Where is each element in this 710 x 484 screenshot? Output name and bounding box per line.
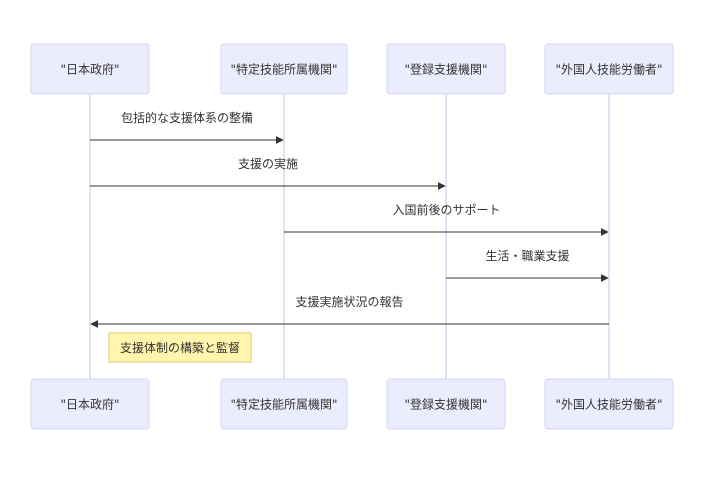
actor-label: "外国人技能労働者"	[555, 398, 662, 412]
actor-label: "日本政府"	[60, 397, 119, 412]
message-3: 入国前後のサポート	[284, 202, 609, 236]
actor-label: "登録支援機関"	[404, 397, 487, 412]
note-text: 支援体制の構築と監督	[120, 340, 240, 355]
actor-worker-bottom: "外国人技能労働者"	[544, 378, 674, 430]
actor-box	[386, 43, 506, 95]
note-box	[108, 332, 252, 363]
actor-worker-top: "外国人技能労働者"	[544, 43, 674, 95]
message-label: 包括的な支援体系の整備	[121, 110, 253, 125]
actor-gov-top: "日本政府"	[30, 43, 150, 95]
message-2: 支援の実施	[90, 156, 446, 190]
actor-reg-top: "登録支援機関"	[386, 43, 506, 95]
actor-label: "外国人技能労働者"	[555, 63, 662, 77]
actor-gov-bottom: "日本政府"	[30, 378, 150, 430]
message-4: 生活・職業支援	[446, 249, 609, 282]
actor-box	[544, 43, 674, 95]
message-label: 入国前後のサポート	[392, 202, 500, 217]
message-1: 包括的な支援体系の整備	[90, 110, 284, 144]
actor-label: "特定技能所属機関"	[230, 397, 337, 412]
message-5: 支援実施状況の報告	[90, 294, 609, 328]
actor-box	[30, 378, 150, 430]
actor-box	[544, 378, 674, 430]
message-label: 生活・職業支援	[485, 249, 569, 263]
actor-org-bottom: "特定技能所属機関"	[220, 378, 348, 430]
actor-box	[220, 378, 348, 430]
actor-org-top: "特定技能所属機関"	[220, 43, 348, 95]
actor-label: "日本政府"	[60, 62, 119, 77]
actor-box	[30, 43, 150, 95]
actor-reg-bottom: "登録支援機関"	[386, 378, 506, 430]
actor-label: "登録支援機関"	[404, 62, 487, 77]
note: 支援体制の構築と監督	[108, 332, 252, 363]
actor-label: "特定技能所属機関"	[230, 62, 337, 77]
message-label: 支援実施状況の報告	[295, 294, 403, 309]
actor-box	[386, 378, 506, 430]
message-label: 支援の実施	[238, 156, 298, 171]
actor-box	[220, 43, 348, 95]
